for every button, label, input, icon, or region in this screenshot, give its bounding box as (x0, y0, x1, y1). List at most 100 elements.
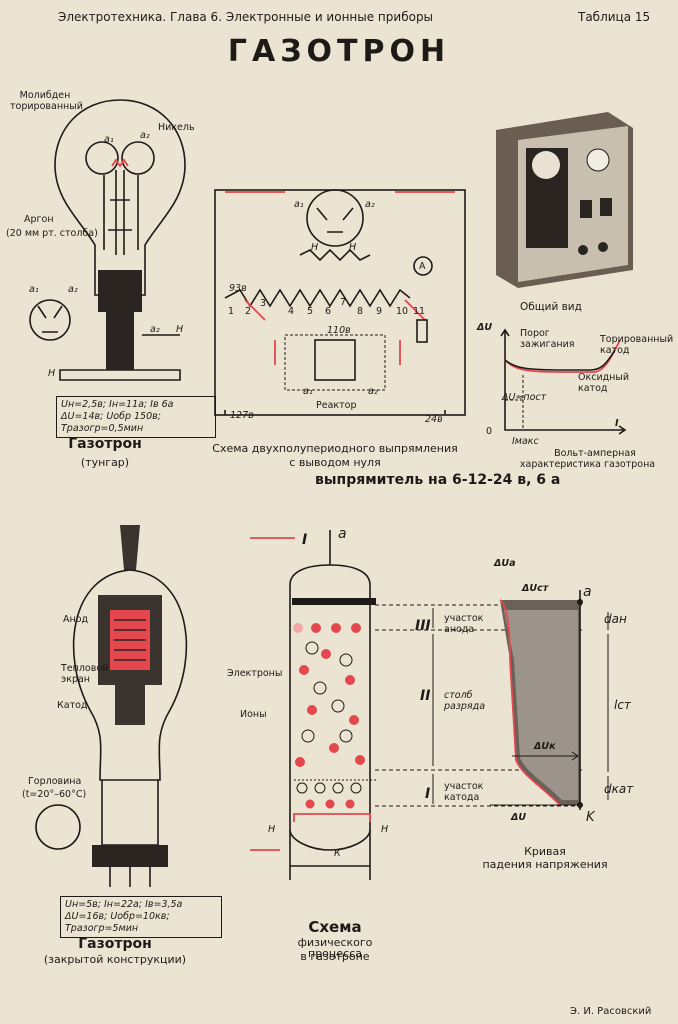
label-cathode: Катод (57, 700, 88, 711)
tungar-lamp-drawing (29, 99, 186, 381)
closed-caption: Газотрон (78, 936, 152, 952)
tap-7: 7 (340, 297, 347, 308)
general-view-label: Общий вид (520, 301, 582, 313)
tungar-params-box: Uн=2,5в; Iн=11а; Iв 6а ΔU=14в; Uобр 150в… (56, 396, 216, 438)
tap-3: 3 (260, 298, 267, 309)
va-threshold: Порог зажигания (520, 328, 575, 350)
va-characteristic-chart (500, 328, 627, 435)
reactor-label: Реактор (316, 400, 357, 411)
schema-caption-line1: Схема двухполупериодного выпрямления (212, 442, 458, 455)
tap-10: 10 (396, 306, 409, 317)
tungar-params-line1: Uн=2,5в; Iн=11а; Iв 6а (61, 399, 174, 410)
va-caption-line2: характеристика газотрона (519, 459, 656, 470)
rect-label-a1: a₁ (294, 199, 304, 210)
drop-a: a (583, 584, 592, 600)
process-caption-line3: в газотроне (300, 950, 370, 963)
process-cathode-zone: участок катода (444, 781, 484, 803)
tap-6: 6 (325, 306, 332, 317)
page-title: ГАЗОТРОН (227, 34, 451, 69)
label-nickel: Никель (158, 122, 195, 133)
va-imax: Iмакс (512, 436, 539, 447)
va-oxide: Оксидный катод (578, 372, 630, 394)
va-thoriated: Торированный катод (600, 334, 674, 356)
label-molybdenum: Молибден торированный (10, 90, 83, 112)
drop-du-st: ΔUст (522, 583, 549, 594)
tap-11: 11 (413, 306, 426, 317)
label-neck-temp: (t=20°–60°C) (22, 789, 87, 800)
label-small-a2: a₂ (68, 284, 78, 295)
va-du-const: ΔU≈пост (502, 392, 547, 403)
tungar-params-line2: ΔU=14в; Uобр 150в; Tразогр=0,5мин (61, 411, 161, 434)
process-anode-terminal: a (338, 526, 347, 542)
header-table-number: Таблица 15 (578, 10, 651, 24)
drop-du: ΔU (511, 812, 527, 823)
winding-110v: 110в (327, 325, 351, 336)
drop-caption-line2: падения напряжения (482, 858, 608, 871)
drop-k: K (586, 810, 595, 825)
process-h-right: Н (381, 824, 389, 835)
label-a2: a₂ (140, 130, 150, 141)
winding-93v: 93в (229, 283, 247, 294)
tap-9: 9 (376, 306, 383, 317)
va-x-axis: I (615, 418, 619, 429)
tap-5: 5 (307, 306, 314, 317)
rectifier-schematic (214, 189, 466, 416)
input-127v: 127в (230, 410, 254, 421)
output-24v: 24в (425, 414, 443, 425)
rectifier-general-view (496, 112, 633, 288)
process-caption-line1: Схема (308, 918, 362, 936)
header-chapter: Электротехника. Глава 6. Электронные и и… (58, 10, 434, 24)
closed-params-box: Uн=5в; Iн=22а; Iв=3,5а ΔU=16в; Uобр=10кв… (60, 896, 222, 938)
va-caption-line1: Вольт-амперная (554, 448, 636, 459)
closed-params-line1: Uн=5в; Iн=22а; Iв=3,5а (65, 899, 183, 910)
process-region-guides (375, 604, 585, 807)
drop-d-an: dан (604, 612, 627, 626)
voltage-drop-curve (490, 590, 609, 810)
tap-1: 1 (228, 306, 235, 317)
tap-4: 4 (288, 306, 295, 317)
drop-d-kat: dкат (604, 782, 634, 796)
ammeter-label: A (419, 261, 426, 272)
drop-du-a: ΔUa (494, 558, 516, 569)
process-current-label: I (302, 532, 308, 548)
closed-params-line2: ΔU=16в; Uобр=10кв; Tразогр=5мин (65, 911, 170, 934)
reactor-a2: a₂ (368, 386, 378, 397)
drop-caption-line1: Кривая (524, 845, 566, 858)
va-y-axis: ΔU (477, 322, 493, 333)
schema-caption-line2: с выводом нуля (289, 456, 381, 469)
label-anode: Анод (63, 614, 89, 625)
closed-gasotron-drawing (35, 525, 188, 887)
drop-l-st: lст (614, 698, 631, 712)
label-a1: a₁ (104, 134, 114, 145)
tap-8: 8 (357, 306, 364, 317)
label-argon-pressure: (20 мм рт. столба) (6, 228, 98, 239)
label-base-a2: a₂ (150, 324, 160, 335)
reactor-a1: a₁ (303, 386, 313, 397)
label-base-h: Н (176, 324, 184, 335)
label-heat-shield: Тепловой экран (61, 663, 109, 685)
label-small-a1: a₁ (29, 284, 39, 295)
tungar-subcaption: (тунгар) (80, 456, 130, 469)
process-electrons-label: Электроны (227, 668, 283, 679)
va-origin: 0 (486, 426, 493, 437)
label-pin-h: Н (48, 368, 56, 379)
tap-2: 2 (245, 306, 252, 317)
process-h-left: Н (268, 824, 276, 835)
device-caption: выпрямитель на 6-12-24 в, 6 а (315, 472, 561, 488)
process-k-label: К (334, 848, 341, 859)
rect-label-a2: a₂ (365, 199, 375, 210)
rect-label-h1: Н (311, 242, 319, 253)
physical-process-tube (250, 530, 376, 880)
author-credit: Э. И. Расовский (570, 1006, 652, 1017)
label-neck: Горловина (28, 776, 82, 787)
process-caption-line2: физического процесса (297, 936, 373, 960)
process-region-1: I (425, 786, 431, 802)
rect-label-h2: Н (349, 242, 357, 253)
process-region-2: II (420, 688, 431, 704)
drop-du-k: ΔUк (534, 741, 556, 752)
process-ions-label: Ионы (240, 709, 267, 720)
closed-subcaption: (закрытой конструкции) (43, 953, 187, 966)
tungar-caption: Газотрон (68, 436, 142, 452)
label-argon: Аргон (24, 214, 54, 225)
process-column: столб разряда (444, 690, 486, 712)
